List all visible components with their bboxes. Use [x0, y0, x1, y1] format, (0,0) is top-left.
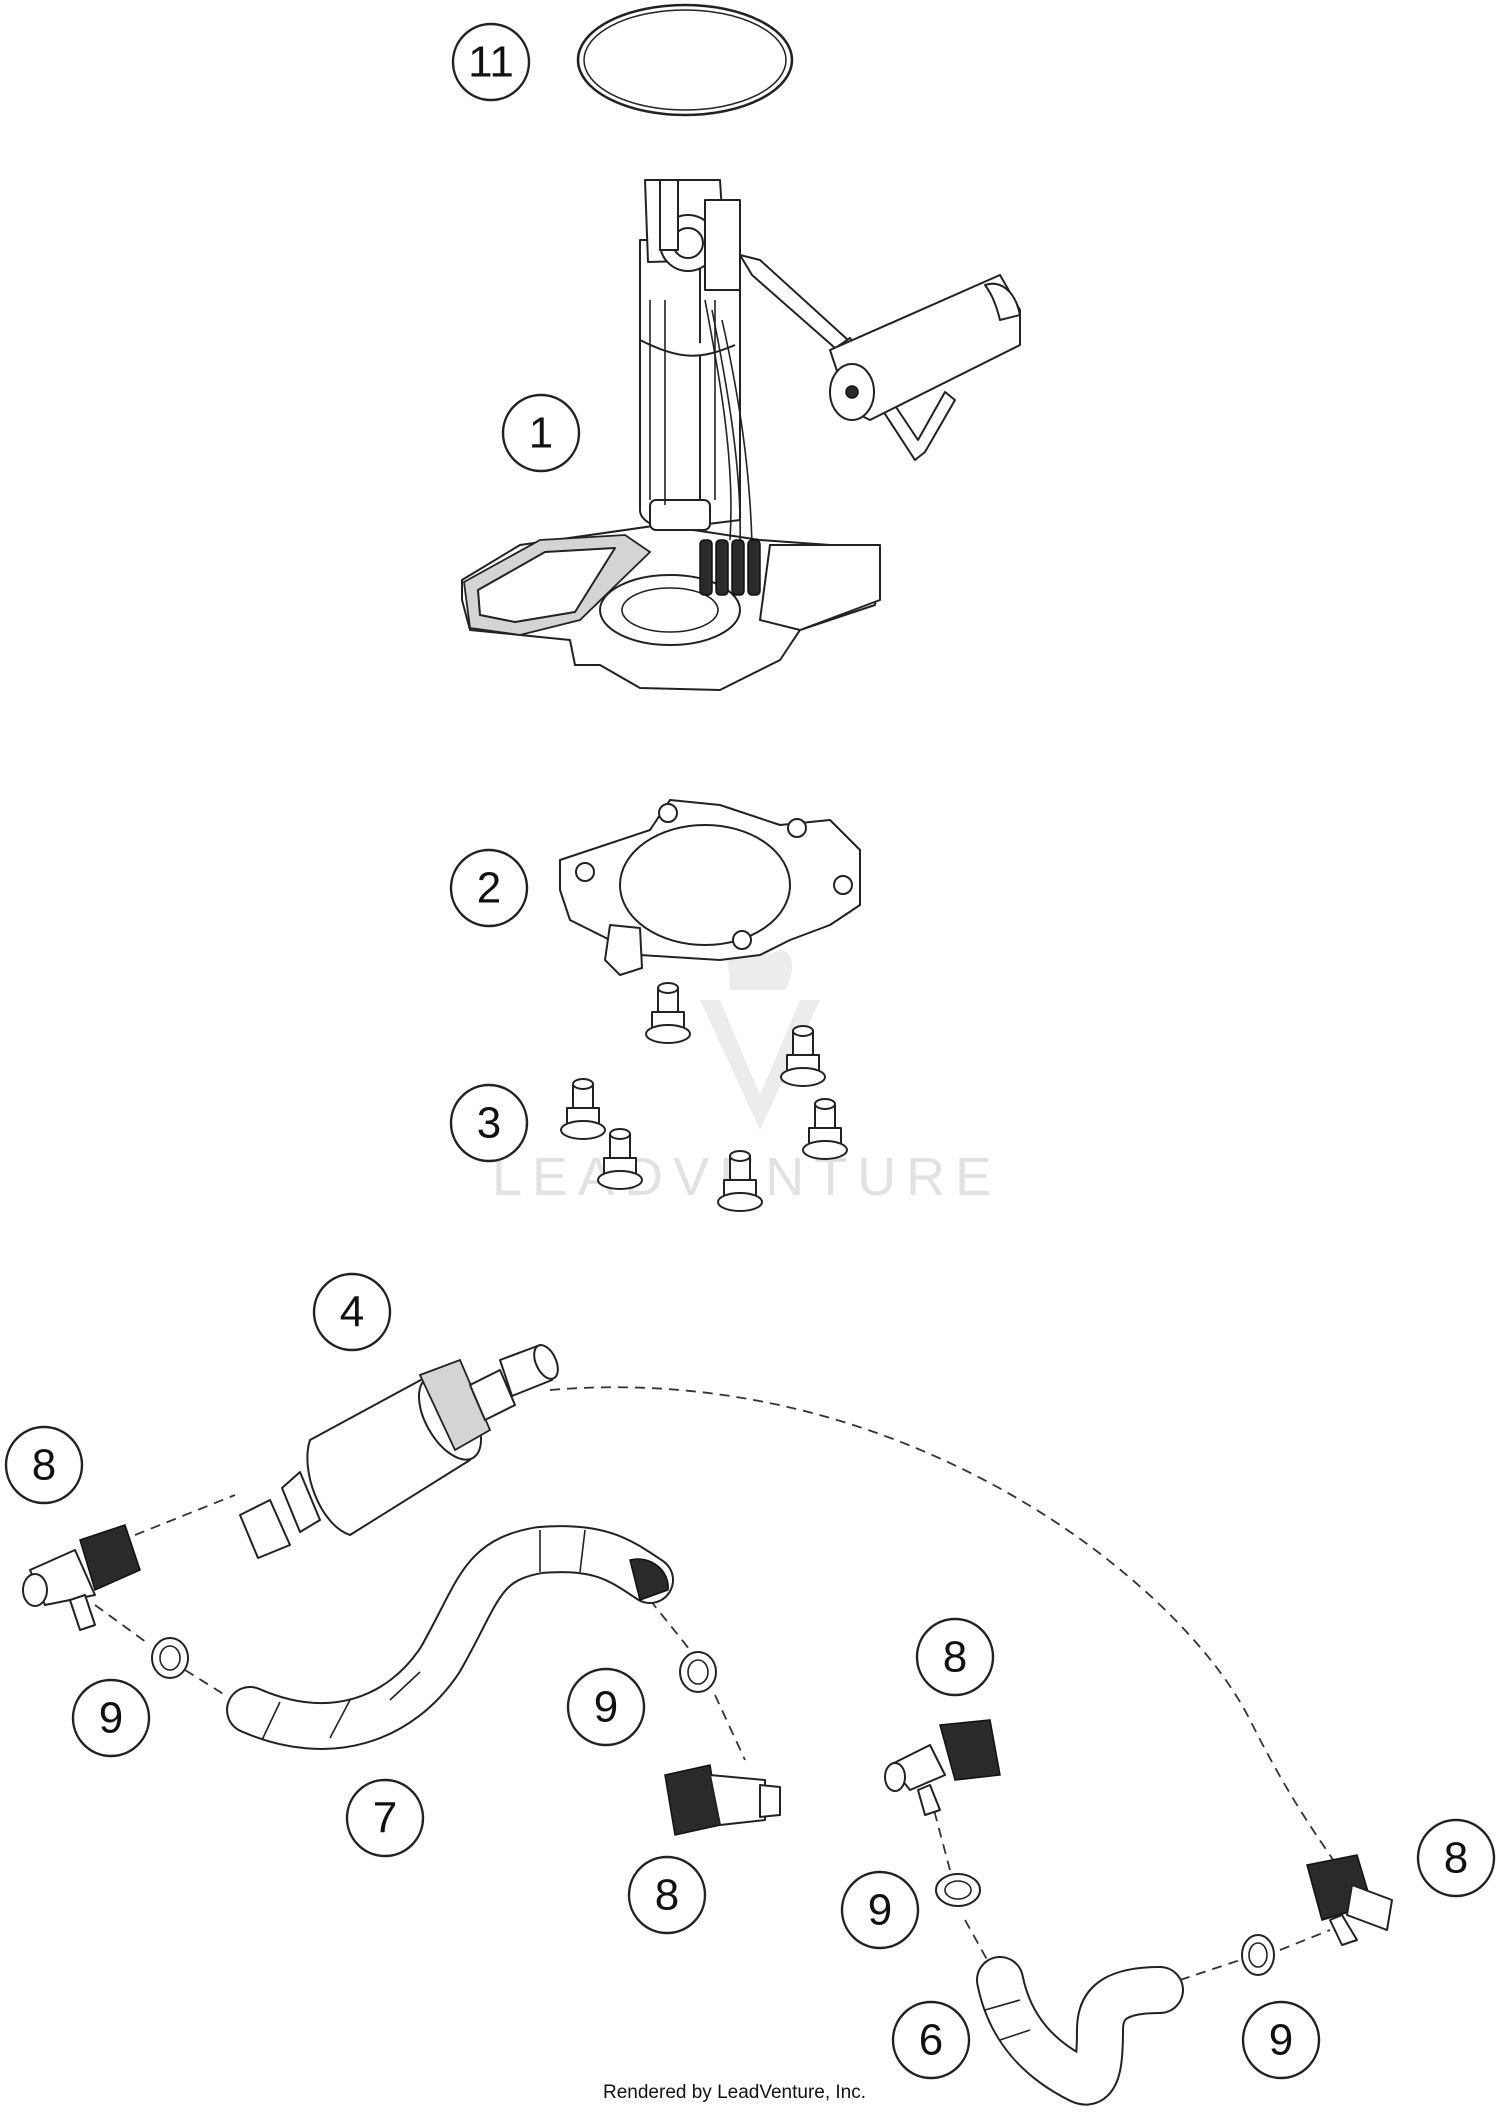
callout-8: 8 [1416, 1818, 1496, 1898]
bolt [597, 1128, 643, 1190]
bolt [780, 1025, 826, 1087]
callout-label: 6 [919, 2016, 943, 2065]
bolt [717, 1150, 763, 1212]
callout-2: 2 [449, 848, 529, 928]
callout-label: 1 [529, 409, 553, 458]
callout-9: 9 [840, 1870, 920, 1950]
callout-1: 1 [501, 393, 581, 473]
fuel-hose-part-6 [976, 1956, 1184, 2105]
callout-11: 11 [451, 22, 531, 102]
fuel-hose-part-7 [226, 1525, 674, 1750]
clamp-part [935, 1873, 981, 1907]
callout-8: 8 [4, 1425, 84, 1505]
callout-label: 8 [32, 1441, 56, 1490]
callout-label: 4 [340, 1288, 364, 1337]
callout-9: 9 [566, 1667, 646, 1747]
callout-9: 9 [71, 1678, 151, 1758]
callout-label: 9 [868, 1886, 892, 1935]
bolt [802, 1098, 848, 1160]
callout-label: 9 [1269, 2016, 1293, 2065]
bolt [560, 1078, 606, 1140]
callout-3: 3 [449, 1083, 529, 1163]
clamp-part [1241, 1934, 1275, 1976]
clamp-part [151, 1637, 189, 1679]
callout-label: 9 [99, 1694, 123, 1743]
clamp-part [679, 1651, 717, 1693]
callout-label: 7 [373, 1794, 397, 1843]
render-credit: Rendered by LeadVenture, Inc. [603, 2082, 866, 2103]
callout-8: 8 [627, 1855, 707, 1935]
quick-connector-part [884, 1719, 1001, 1816]
gasket-part [559, 799, 861, 976]
fuel-pump-module-part [461, 179, 1021, 691]
callout-label: 8 [655, 1871, 679, 1920]
assembly-lines [94, 1386, 1341, 1981]
callout-label: 11 [468, 38, 514, 87]
callout-label: 3 [477, 1099, 501, 1148]
o-ring-part [576, 3, 794, 117]
quick-connector-part [664, 1764, 781, 1836]
callout-4: 4 [312, 1272, 392, 1352]
bolt [645, 982, 691, 1044]
inline-fuel-pump-part [239, 1344, 559, 1559]
quick-connector-part [1306, 1854, 1393, 1946]
callout-7: 7 [345, 1778, 425, 1858]
callout-label: 2 [477, 864, 501, 913]
callout-9: 9 [1241, 2000, 1321, 2080]
callout-6: 6 [891, 2000, 971, 2080]
callout-label: 8 [943, 1633, 967, 1682]
callout-label: 8 [1444, 1834, 1468, 1883]
quick-connector-part [22, 1524, 141, 1631]
callout-8: 8 [915, 1617, 995, 1697]
bolts-part [560, 982, 848, 1212]
callout-label: 9 [594, 1683, 618, 1732]
